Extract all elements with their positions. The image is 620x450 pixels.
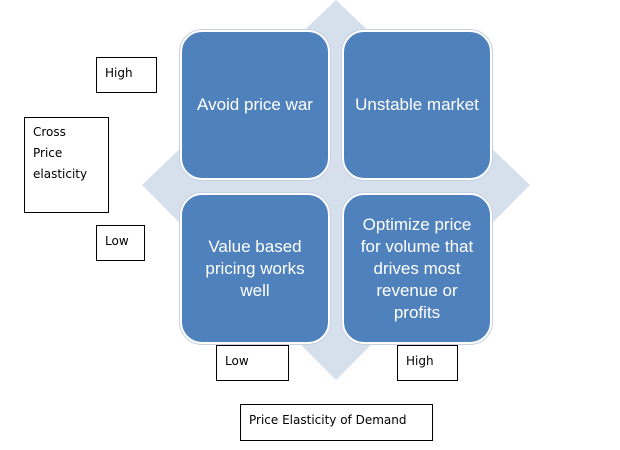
quadrant-top-left: Avoid price war [180,30,330,180]
quadrant-top-left-text: Avoid price war [197,95,313,114]
x-axis-title: Price Elasticity of Demand [240,404,433,441]
x-axis-high-label: High [397,345,458,381]
quadrant-top-right: Unstable market [342,30,492,180]
x-axis-low-text: Low [225,354,249,368]
quadrant-bottom-left: Value based pricing works well [180,193,330,344]
y-axis-title-line-3: elasticity [33,167,88,181]
quadrant-bottom-right: Optimize price for volume that drives mo… [342,193,492,344]
y-axis-low-label: Low [96,225,145,261]
x-axis-low-label: Low [216,345,289,381]
y-axis-high-text: High [105,66,133,80]
y-axis-low-text: Low [105,234,129,248]
quadrant-bottom-left-text: Value based pricing works well [205,236,305,300]
y-axis-title: Cross Price elasticity [24,117,109,213]
x-axis-high-text: High [406,354,434,368]
quadrant-bottom-right-text: Optimize price for volume that drives mo… [360,214,474,322]
x-axis-title-text: Price Elasticity of Demand [249,413,407,427]
y-axis-high-label: High [96,57,157,93]
y-axis-title-line-2: Price [33,146,63,160]
y-axis-title-line-1: Cross [33,125,66,139]
quadrant-top-right-text: Unstable market [355,95,479,114]
